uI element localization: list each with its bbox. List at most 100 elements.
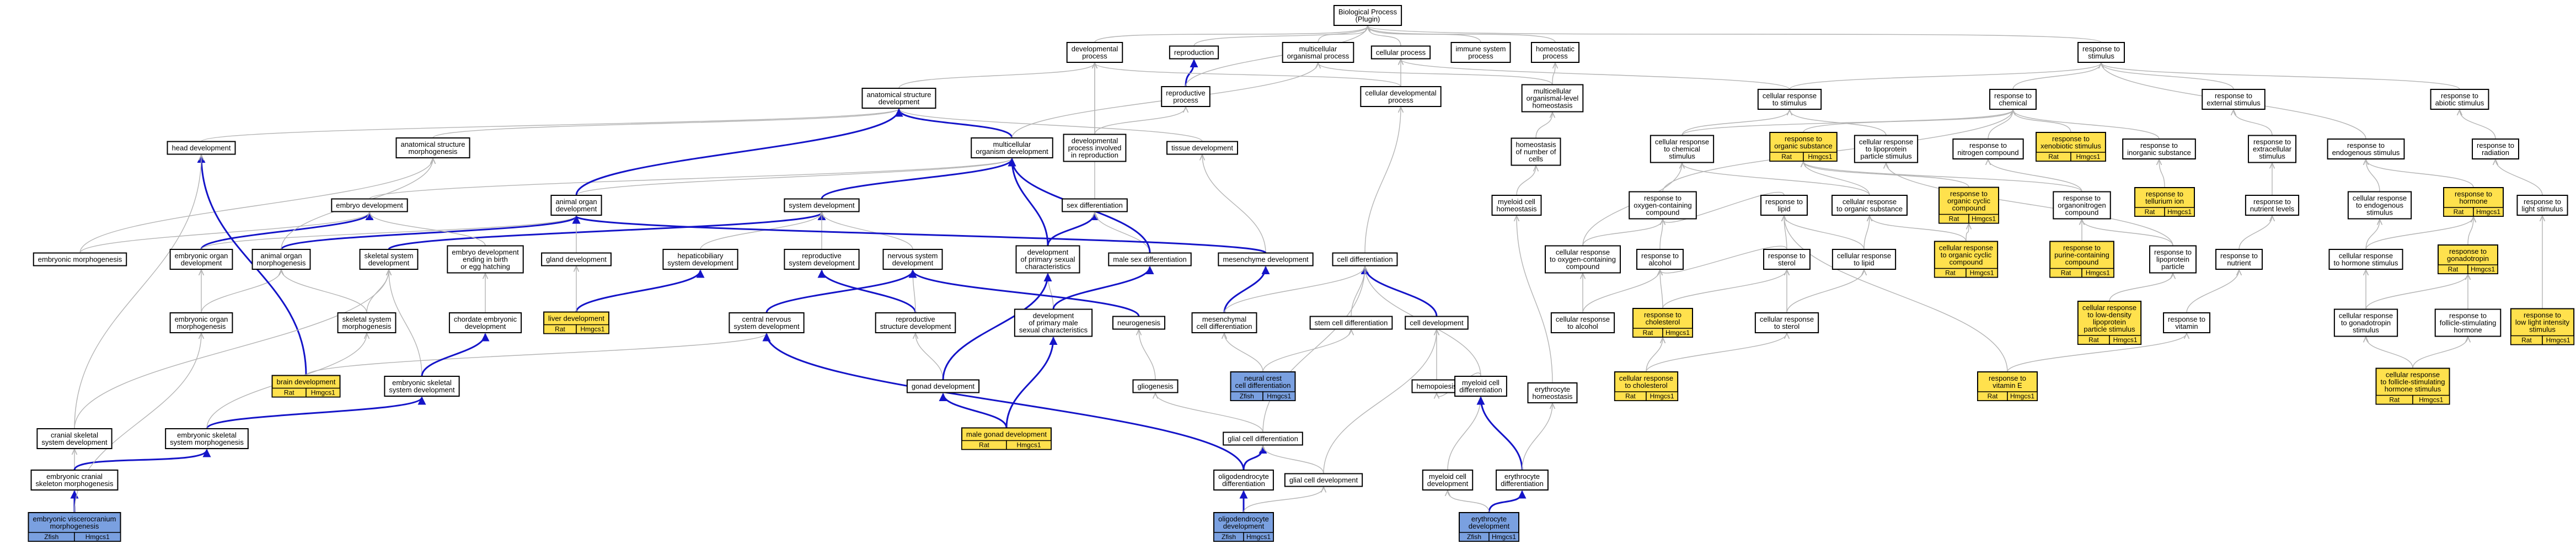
node-celldevel[interactable]: cell development <box>1405 316 1469 330</box>
node-glanddev[interactable]: gland development <box>541 252 612 266</box>
node-gonaddev[interactable]: gonad development <box>906 379 980 393</box>
node-embryodev[interactable]: embryo development <box>331 198 408 212</box>
node-gliogen[interactable]: gliogenesis <box>1132 379 1179 393</box>
node-embmorph[interactable]: embryonic morphogenesis <box>33 252 127 266</box>
node-cellproc[interactable]: cellular process <box>1370 45 1431 60</box>
node-systemdev[interactable]: system development <box>784 198 860 212</box>
node-stemdiff[interactable]: stem cell differentiation <box>1309 316 1393 330</box>
node-mesendev[interactable]: mesenchyme development <box>1218 252 1314 266</box>
node-neurogen[interactable]: neurogenesis <box>1112 316 1166 330</box>
node-repro[interactable]: reproduction <box>1169 45 1219 60</box>
node-tissuedev[interactable]: tissue development <box>1166 141 1239 155</box>
node-glialdiff[interactable]: glial cell differentiation <box>1223 431 1303 446</box>
node-malesex[interactable]: male sex differentiation <box>1108 252 1192 266</box>
node-headdev[interactable]: head development <box>167 141 236 155</box>
node-sexdiff[interactable]: sex differentiation <box>1062 198 1128 212</box>
node-celldiff[interactable]: cell differentiation <box>1332 252 1398 266</box>
node-glialdev[interactable]: glial cell development <box>1284 473 1363 487</box>
